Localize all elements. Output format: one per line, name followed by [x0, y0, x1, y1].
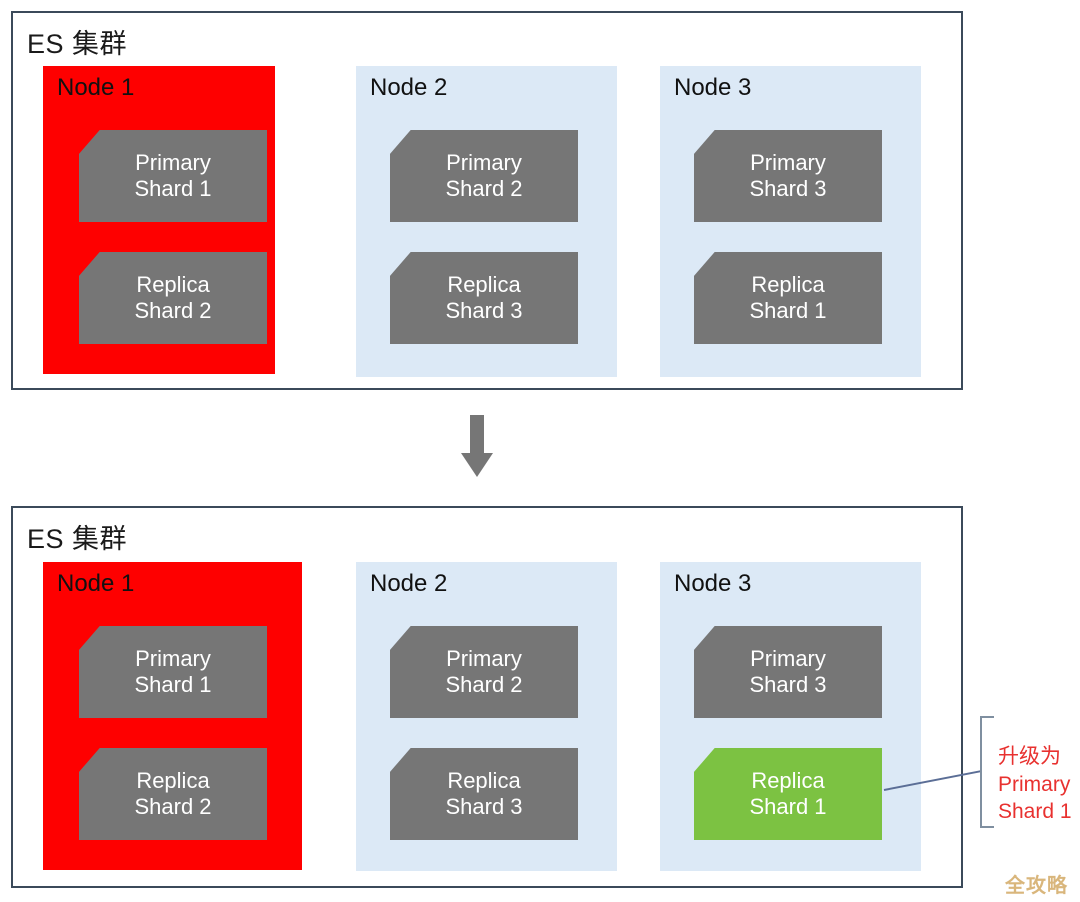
shard-primary-2-after[interactable]: Primary Shard 2 — [390, 626, 578, 718]
shard-label: Primary Shard 2 — [445, 646, 523, 697]
arrow-stem — [470, 415, 484, 455]
shard-replica-3-before[interactable]: Replica Shard 3 — [390, 252, 578, 344]
shard-replica-1-before[interactable]: Replica Shard 1 — [694, 252, 882, 344]
node-1-before-label: Node 1 — [57, 74, 135, 101]
shard-label: Replica Shard 2 — [134, 272, 212, 323]
shard-label: Replica Shard 3 — [445, 768, 523, 819]
annotation-text: 升级为 Primary Shard 1 — [998, 743, 1072, 826]
shard-primary-1-after[interactable]: Primary Shard 1 — [79, 626, 267, 718]
shard-label: Primary Shard 1 — [134, 646, 212, 697]
node-1-after-label: Node 1 — [57, 570, 135, 597]
shard-label: Primary Shard 3 — [749, 150, 827, 201]
shard-label: Primary Shard 1 — [134, 150, 212, 201]
shard-replica-3-after[interactable]: Replica Shard 3 — [390, 748, 578, 840]
annotation-line-2: Primary — [998, 772, 1071, 796]
node-3-before-label: Node 3 — [674, 74, 752, 101]
node-2-after-label: Node 2 — [370, 570, 448, 597]
annotation-line-1: 升级为 — [998, 745, 1061, 768]
shard-primary-1-before[interactable]: Primary Shard 1 — [79, 130, 267, 222]
node-3-after-label: Node 3 — [674, 570, 752, 597]
shard-label: Replica Shard 2 — [134, 768, 212, 819]
shard-label: Primary Shard 2 — [445, 150, 523, 201]
shard-label: Replica Shard 1 — [749, 768, 827, 819]
cluster-after-title: ES 集群 — [27, 524, 128, 554]
annotation-bracket-icon — [980, 716, 994, 828]
node-2-before-label: Node 2 — [370, 74, 448, 101]
shard-primary-2-before[interactable]: Primary Shard 2 — [390, 130, 578, 222]
shard-label: Primary Shard 3 — [749, 646, 827, 697]
shard-primary-3-before[interactable]: Primary Shard 3 — [694, 130, 882, 222]
transition-arrow-icon — [461, 415, 493, 479]
arrow-head — [461, 453, 493, 477]
shard-replica-2-after[interactable]: Replica Shard 2 — [79, 748, 267, 840]
shard-label: Replica Shard 3 — [445, 272, 523, 323]
shard-primary-3-after[interactable]: Primary Shard 3 — [694, 626, 882, 718]
shard-replica-2-before[interactable]: Replica Shard 2 — [79, 252, 267, 344]
shard-label: Replica Shard 1 — [749, 272, 827, 323]
watermark-logo: 全攻略 — [1005, 875, 1068, 897]
annotation-line-3: Shard 1 — [998, 800, 1072, 824]
shard-replica-1-after-promoted[interactable]: Replica Shard 1 — [694, 748, 882, 840]
cluster-before-title: ES 集群 — [27, 29, 128, 59]
